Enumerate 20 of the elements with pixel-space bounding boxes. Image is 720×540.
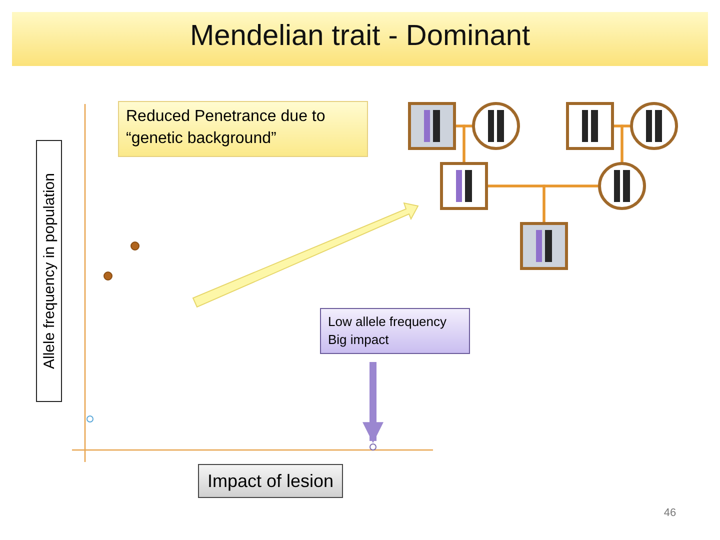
male-square [408,102,456,150]
pedigree-line [542,184,598,222]
female-circle [630,102,678,150]
pedigree-line [462,124,472,162]
data-point [369,443,377,451]
note-text: Reduced Penetrance due to “genetic background” [126,107,326,150]
male-square [440,162,488,210]
female-circle [598,162,646,210]
y-axis-label: Allele frequency in population [36,140,62,402]
note-box [320,308,470,354]
male-square [566,102,614,150]
page-number: 46 [662,507,678,519]
female-circle [472,102,520,150]
male-square [520,222,568,270]
note-text: Low allele frequency Big impact [328,313,448,350]
note-box [118,101,368,157]
block-arrow [362,362,384,444]
pedigree-line [620,124,630,162]
slide-title: Mendelian trait - Dominant [190,20,530,52]
x-axis-label: Impact of lesion [198,464,343,498]
